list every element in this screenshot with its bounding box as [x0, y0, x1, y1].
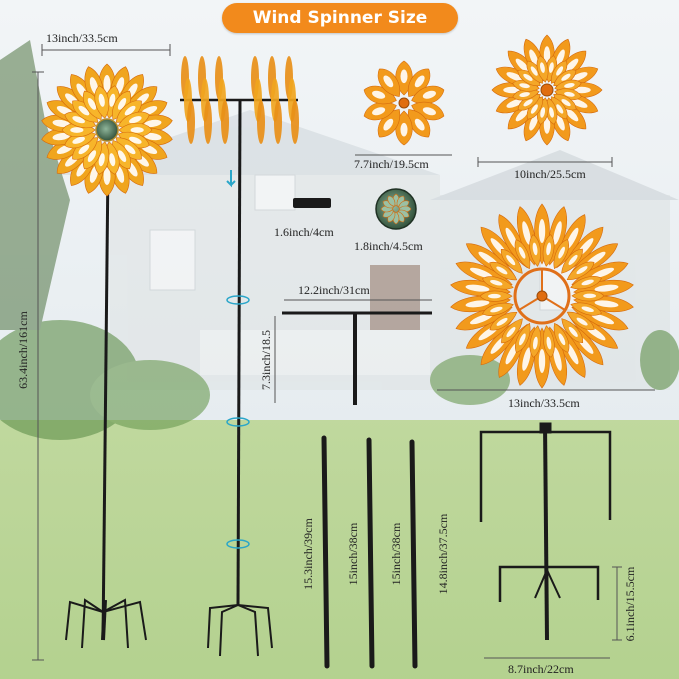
- dim-stake-height: 6.1inch/15.5cm: [623, 566, 637, 642]
- small-flower: [363, 60, 445, 146]
- dim-t-bar-width: 12.2inch/31cm: [298, 283, 370, 297]
- lawn: [0, 420, 679, 679]
- title-banner: Wind Spinner Size: [222, 3, 458, 33]
- dim-rod-2: 15inch/38cm: [346, 522, 360, 586]
- ground-stake: [479, 422, 612, 641]
- dim-small-flower: 7.7inch/19.5cm: [354, 157, 429, 171]
- medium-flower: [491, 34, 603, 146]
- shrubs: [0, 40, 679, 440]
- dim-rod-1: 15.3inch/39cm: [301, 518, 315, 590]
- dim-rod-3: 15inch/38cm: [389, 522, 403, 586]
- assembled-spinner-middle: [180, 56, 299, 657]
- dimension-lines: [32, 44, 655, 661]
- dim-stake-width: 8.7inch/22cm: [508, 662, 574, 676]
- assembled-spinner-left: [41, 63, 173, 649]
- large-flower: [450, 203, 634, 389]
- dim-center-cap: 1.8inch/4.5cm: [354, 239, 423, 253]
- dim-total-height: 63.4inch/161cm: [16, 311, 30, 389]
- connector-tube: [293, 198, 331, 208]
- dim-rod-4: 14.8inch/37.5cm: [436, 513, 450, 595]
- t-bar: [282, 311, 432, 405]
- dim-medium-flower: 10inch/25.5cm: [514, 167, 586, 181]
- dim-t-bar-height: 7.3inch/18.5: [259, 330, 273, 390]
- center-cap: [375, 188, 417, 230]
- dim-connector: 1.6inch/4cm: [274, 225, 334, 239]
- pole-rods: [321, 435, 418, 669]
- dim-top-width: 13inch/33.5cm: [46, 31, 118, 45]
- dim-large-flower: 13inch/33.5cm: [508, 396, 580, 410]
